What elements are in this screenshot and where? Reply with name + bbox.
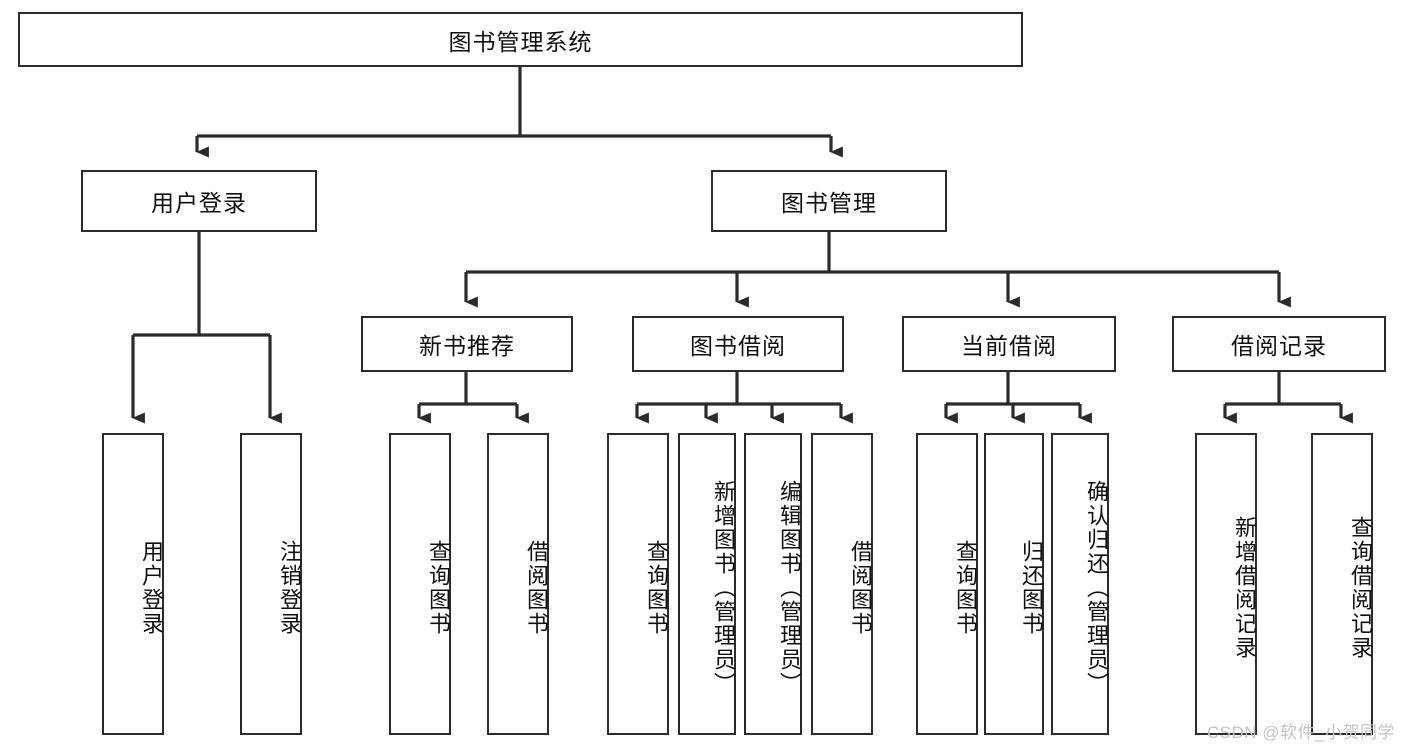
node-new-book-recommend-label: 新书推荐 — [419, 333, 515, 359]
node-leaf-borrow-book-1-label: 借阅图书 — [524, 540, 549, 636]
node-leaf-edit-book-label: 编辑图书（管理员） — [777, 480, 802, 696]
node-leaf-query-book-2[interactable]: 查询图书 — [607, 433, 669, 735]
node-leaf-confirm-return[interactable]: 确认归还（管理员） — [1051, 433, 1109, 735]
node-leaf-query-book-1-label: 查询图书 — [426, 540, 451, 636]
node-leaf-query-book-2-label: 查询图书 — [644, 540, 669, 636]
node-leaf-add-book-label: 新增图书（管理员） — [711, 480, 736, 696]
node-leaf-query-borrow-record[interactable]: 查询借阅记录 — [1311, 433, 1373, 735]
node-leaf-borrow-book-1[interactable]: 借阅图书 — [487, 433, 549, 735]
node-user-login-label: 用户登录 — [151, 190, 247, 216]
watermark: CSDN @软件_小贺同学 — [1206, 723, 1395, 742]
node-book-borrow[interactable]: 图书借阅 — [632, 316, 844, 372]
node-leaf-query-book-3-label: 查询图书 — [953, 540, 978, 636]
node-leaf-return-book-label: 归还图书 — [1019, 540, 1044, 636]
node-leaf-borrow-book-2[interactable]: 借阅图书 — [811, 433, 873, 735]
node-borrow-record-label: 借阅记录 — [1231, 333, 1327, 359]
node-user-login[interactable]: 用户登录 — [81, 170, 317, 232]
node-borrow-record[interactable]: 借阅记录 — [1172, 316, 1386, 372]
node-leaf-query-borrow-record-label: 查询借阅记录 — [1348, 516, 1373, 660]
node-leaf-return-book[interactable]: 归还图书 — [984, 433, 1044, 735]
node-current-borrow[interactable]: 当前借阅 — [902, 316, 1116, 372]
node-leaf-borrow-book-2-label: 借阅图书 — [848, 540, 873, 636]
node-leaf-add-borrow-record-label: 新增借阅记录 — [1232, 516, 1257, 660]
node-new-book-recommend[interactable]: 新书推荐 — [361, 316, 573, 372]
node-leaf-user-login-label: 用户登录 — [139, 540, 164, 636]
node-leaf-edit-book[interactable]: 编辑图书（管理员） — [744, 433, 802, 735]
node-leaf-add-book[interactable]: 新增图书（管理员） — [678, 433, 736, 735]
node-book-borrow-label: 图书借阅 — [690, 333, 786, 359]
node-leaf-logout-login[interactable]: 注销登录 — [240, 433, 302, 735]
node-leaf-confirm-return-label: 确认归还（管理员） — [1084, 480, 1109, 696]
node-current-borrow-label: 当前借阅 — [961, 333, 1057, 359]
node-root-label: 图书管理系统 — [448, 28, 593, 55]
node-root[interactable]: 图书管理系统 — [18, 12, 1023, 67]
node-leaf-query-book-1[interactable]: 查询图书 — [389, 433, 451, 735]
node-leaf-query-book-3[interactable]: 查询图书 — [916, 433, 978, 735]
node-leaf-user-login[interactable]: 用户登录 — [102, 433, 164, 735]
node-leaf-add-borrow-record[interactable]: 新增借阅记录 — [1195, 433, 1257, 735]
node-book-manage[interactable]: 图书管理 — [711, 170, 947, 232]
node-book-manage-label: 图书管理 — [781, 190, 877, 216]
node-leaf-logout-login-label: 注销登录 — [277, 540, 302, 636]
